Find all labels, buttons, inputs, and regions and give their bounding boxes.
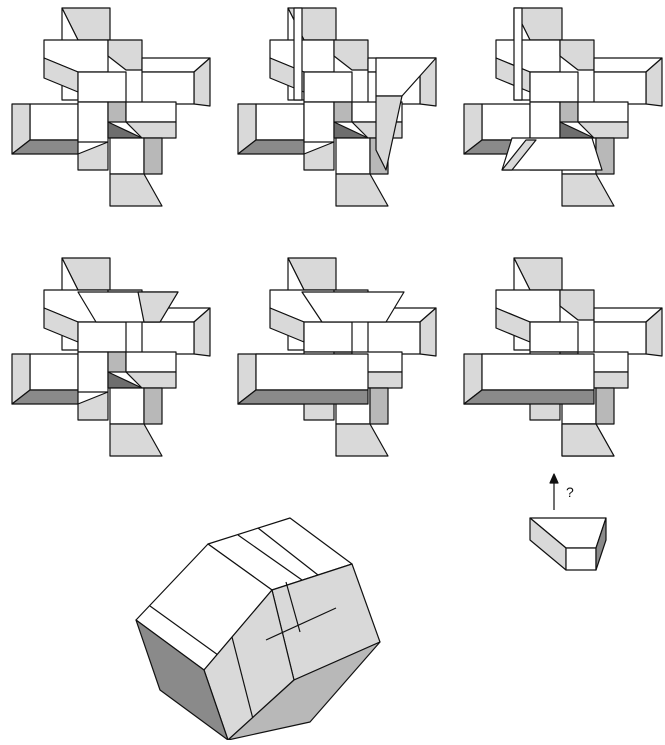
net-6 <box>464 258 662 456</box>
candidate-piece <box>530 518 606 570</box>
question-mark-label: ? <box>566 484 574 500</box>
net-1 <box>12 8 210 206</box>
assembled-solid <box>136 518 380 740</box>
net-5 <box>238 258 436 456</box>
question-arrow <box>550 474 558 510</box>
net-4 <box>12 258 210 456</box>
net-3 <box>464 8 662 206</box>
net-2 <box>238 8 436 206</box>
